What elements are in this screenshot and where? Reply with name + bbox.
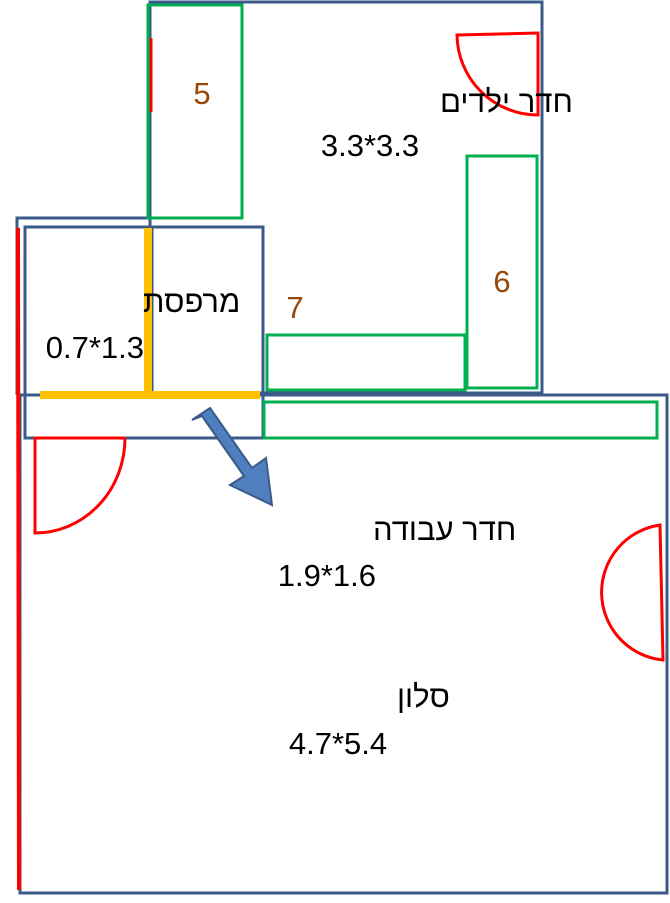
furniture-long	[262, 400, 659, 440]
living-name: סלון	[397, 679, 450, 714]
door-kids	[455, 31, 540, 117]
door-living	[600, 523, 665, 662]
door-balcony	[33, 436, 127, 535]
balcony-name: מרפסת	[143, 284, 240, 319]
balcony-wall	[23, 225, 265, 440]
furniture-5-label: 5	[193, 76, 210, 111]
window-left	[16, 227, 21, 891]
arrow-icon	[191, 406, 274, 507]
furniture-6	[465, 154, 539, 390]
kids-room-size: 3.3*3.3	[321, 128, 419, 163]
living-size: 4.7*5.4	[289, 726, 387, 761]
kids-room-name: חדר ילדים	[440, 84, 573, 119]
kids-room-wall	[148, 0, 544, 395]
living-room-wall	[18, 393, 669, 895]
balcony-size: 0.7*1.3	[46, 330, 144, 365]
study-name: חדר עבודה	[373, 512, 516, 547]
outer-wall	[15, 216, 150, 395]
furniture-6-label: 6	[493, 264, 510, 299]
furniture-7	[265, 333, 467, 392]
study-size: 1.9*1.6	[278, 558, 376, 593]
furniture-7-label: 7	[286, 290, 303, 325]
furniture-5	[146, 3, 244, 220]
